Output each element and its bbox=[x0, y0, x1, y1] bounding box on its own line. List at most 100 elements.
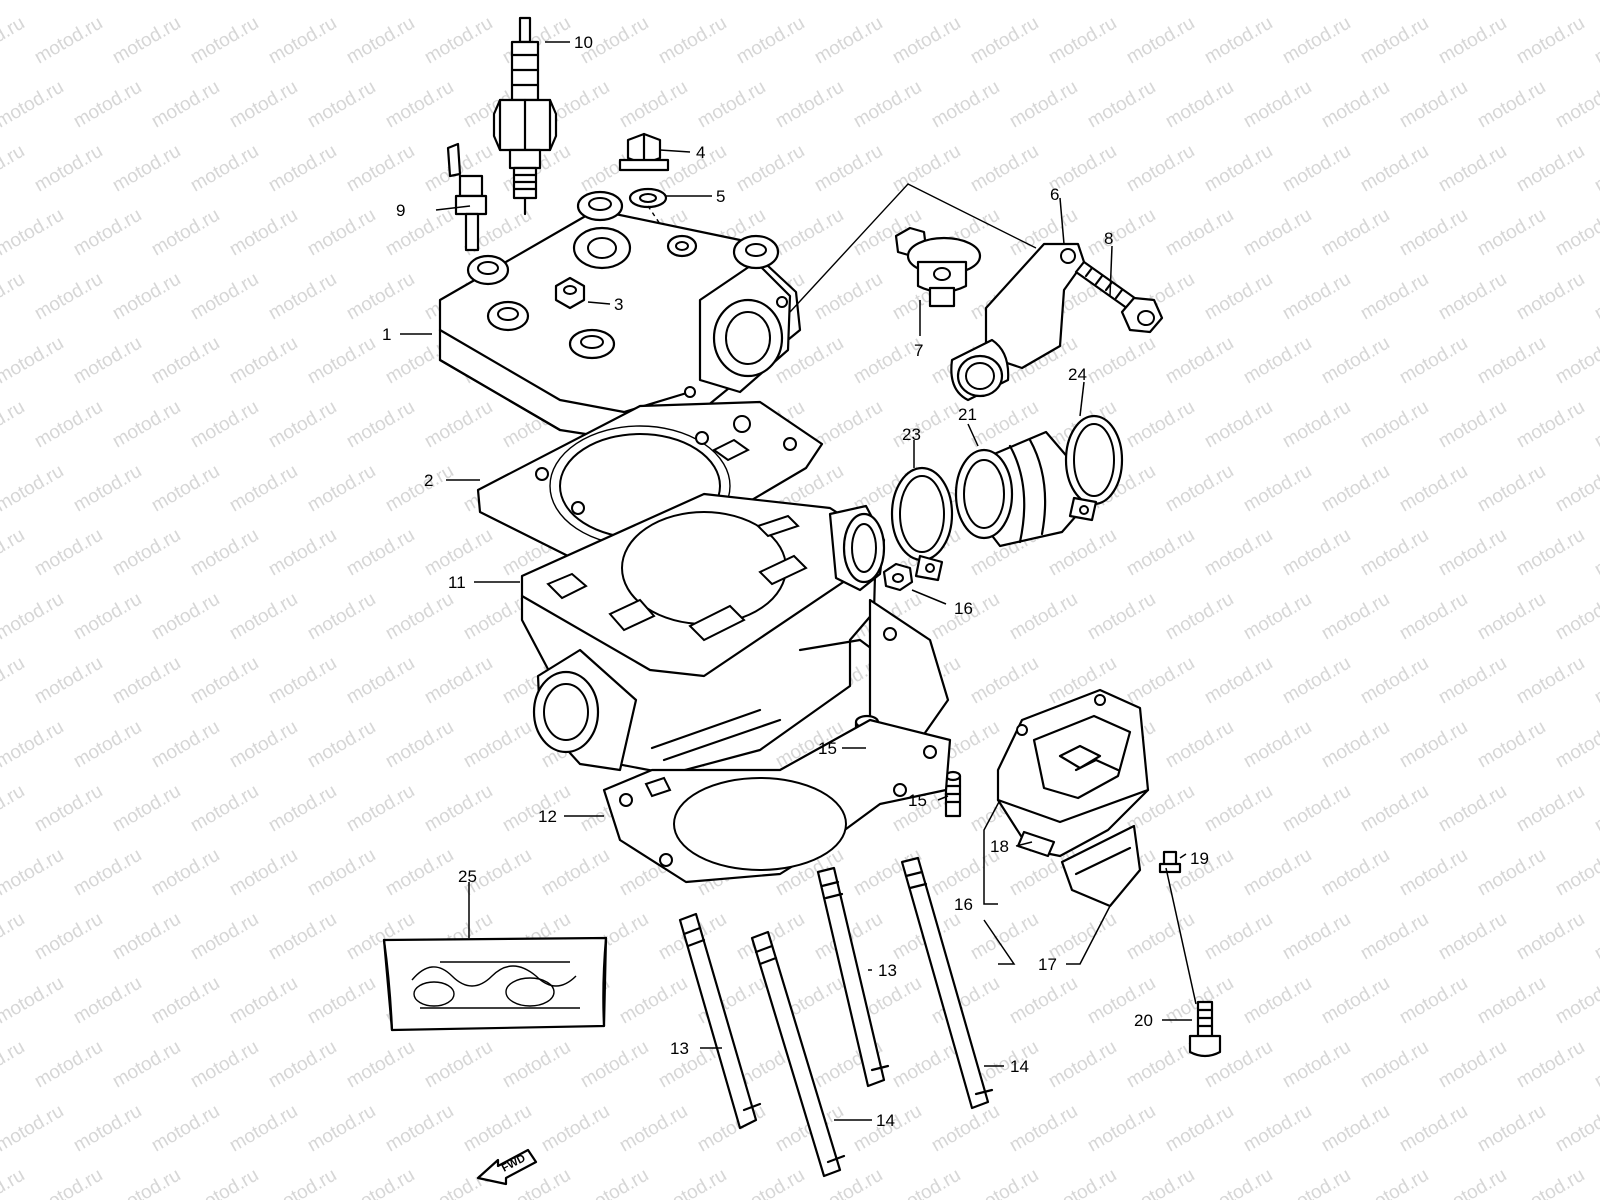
watermark-text: motod.ru bbox=[889, 141, 964, 197]
watermark-text: motod.ru bbox=[343, 13, 418, 69]
bolt-4 bbox=[618, 132, 670, 172]
watermark-text: motod.ru bbox=[928, 1101, 1003, 1157]
hose-routing-line bbox=[789, 183, 1037, 313]
watermark-text: motod.ru bbox=[1162, 717, 1237, 773]
callout-24-rear: 24 bbox=[1068, 365, 1087, 384]
watermark-text: motod.ru bbox=[265, 525, 340, 581]
watermark-text: motod.ru bbox=[226, 717, 301, 773]
watermark-text: motod.ru bbox=[1123, 909, 1198, 965]
watermark-text: motod.ru bbox=[1396, 717, 1471, 773]
watermark-text: motod.ru bbox=[382, 589, 457, 645]
watermark-text: motod.ru bbox=[0, 77, 67, 133]
watermark-text: motod.ru bbox=[31, 141, 106, 197]
watermark-text: motod.ru bbox=[1396, 333, 1471, 389]
watermark-text: motod.ru bbox=[616, 973, 691, 1029]
watermark-text: motod.ru bbox=[1240, 333, 1315, 389]
watermark-text: motod.ru bbox=[1591, 13, 1600, 69]
stud-14-left bbox=[750, 930, 846, 1178]
watermark-text: motod.ru bbox=[1162, 1101, 1237, 1157]
callout-20: 18 bbox=[990, 837, 1009, 856]
watermark-text: motod.ru bbox=[1279, 13, 1354, 69]
watermark-text: motod.ru bbox=[889, 397, 964, 453]
watermark-text: motod.ru bbox=[304, 461, 379, 517]
watermark-text: motod.ru bbox=[1123, 397, 1198, 453]
watermark-text: motod.ru bbox=[889, 13, 964, 69]
watermark-text: motod.ru bbox=[1318, 1101, 1393, 1157]
watermark-text: motod.ru bbox=[1084, 77, 1159, 133]
watermark-text: motod.ru bbox=[1123, 653, 1198, 709]
intake-clamp-front bbox=[890, 466, 954, 582]
watermark-text: motod.ru bbox=[343, 141, 418, 197]
watermark-text: motod.ru bbox=[187, 269, 262, 325]
watermark-text: motod.ru bbox=[0, 0, 67, 4]
watermark-text: motod.ru bbox=[1084, 333, 1159, 389]
watermark-text: motod.ru bbox=[31, 909, 106, 965]
callout-1: 1 bbox=[382, 325, 391, 344]
watermark-text: motod.ru bbox=[1240, 1101, 1315, 1157]
watermark-text: motod.ru bbox=[1513, 141, 1588, 197]
callout-11: 11 bbox=[448, 573, 466, 592]
watermark-text: motod.ru bbox=[1513, 909, 1588, 965]
callout-9: 9 bbox=[396, 201, 405, 220]
watermark-text: motod.ru bbox=[421, 1165, 496, 1200]
watermark-text: motod.ru bbox=[109, 653, 184, 709]
washer-5 bbox=[628, 187, 668, 209]
watermark-text: motod.ru bbox=[1240, 845, 1315, 901]
watermark-text: motod.ru bbox=[1279, 653, 1354, 709]
watermark-text: motod.ru bbox=[1006, 589, 1081, 645]
watermark-text: motod.ru bbox=[31, 653, 106, 709]
watermark-text: motod.ru bbox=[1240, 0, 1315, 4]
callout-10: 10 bbox=[574, 33, 593, 52]
watermark-text: motod.ru bbox=[1318, 333, 1393, 389]
watermark-text: motod.ru bbox=[1123, 13, 1198, 69]
watermark-text: motod.ru bbox=[1201, 909, 1276, 965]
watermark-text: motod.ru bbox=[421, 781, 496, 837]
watermark-text: motod.ru bbox=[382, 1101, 457, 1157]
watermark-text: motod.ru bbox=[265, 653, 340, 709]
watermark-text: motod.ru bbox=[343, 269, 418, 325]
watermark-text: motod.ru bbox=[304, 973, 379, 1029]
watermark-text: motod.ru bbox=[0, 269, 28, 325]
watermark-text: motod.ru bbox=[1435, 909, 1510, 965]
callout-4: 4 bbox=[696, 143, 705, 162]
watermark-text: motod.ru bbox=[343, 397, 418, 453]
watermark-text: motod.ru bbox=[304, 0, 379, 4]
watermark-text: motod.ru bbox=[343, 653, 418, 709]
watermark-text: motod.ru bbox=[187, 13, 262, 69]
watermark-text: motod.ru bbox=[1474, 333, 1549, 389]
watermark-text: motod.ru bbox=[1084, 205, 1159, 261]
watermark-text: motod.ru bbox=[148, 0, 223, 4]
watermark-text: motod.ru bbox=[1513, 1037, 1588, 1093]
watermark-text: motod.ru bbox=[226, 845, 301, 901]
watermark-text: motod.ru bbox=[967, 13, 1042, 69]
watermark-text: motod.ru bbox=[1435, 269, 1510, 325]
watermark-text: motod.ru bbox=[850, 0, 925, 4]
arrow-left-icon bbox=[476, 1148, 538, 1186]
watermark-text: motod.ru bbox=[382, 205, 457, 261]
watermark-text: motod.ru bbox=[0, 1165, 28, 1200]
watermark-text: motod.ru bbox=[1513, 653, 1588, 709]
callout-8: 8 bbox=[1104, 229, 1113, 248]
watermark-text: motod.ru bbox=[1201, 1165, 1276, 1200]
cylinder-base-gasket bbox=[602, 718, 952, 884]
callout-25: 25 bbox=[458, 867, 477, 886]
watermark-text: motod.ru bbox=[1123, 525, 1198, 581]
watermark-text: motod.ru bbox=[304, 717, 379, 773]
watermark-text: motod.ru bbox=[70, 0, 145, 4]
watermark-text: motod.ru bbox=[1435, 653, 1510, 709]
watermark-text: motod.ru bbox=[304, 589, 379, 645]
watermark-text: motod.ru bbox=[1435, 781, 1510, 837]
watermark-text: motod.ru bbox=[1240, 77, 1315, 133]
watermark-text: motod.ru bbox=[187, 1037, 262, 1093]
stud-14-right bbox=[900, 856, 994, 1110]
watermark-text: motod.ru bbox=[343, 1165, 418, 1200]
watermark-text: motod.ru bbox=[1123, 1165, 1198, 1200]
watermark-text: motod.ru bbox=[577, 1165, 652, 1200]
watermark-text: motod.ru bbox=[1084, 0, 1159, 4]
watermark-text: motod.ru bbox=[1162, 333, 1237, 389]
callout-16: 16 bbox=[954, 599, 973, 618]
watermark-text: motod.ru bbox=[1357, 781, 1432, 837]
watermark-text: motod.ru bbox=[1240, 973, 1315, 1029]
watermark-text: motod.ru bbox=[343, 1037, 418, 1093]
watermark-text: motod.ru bbox=[1045, 1037, 1120, 1093]
